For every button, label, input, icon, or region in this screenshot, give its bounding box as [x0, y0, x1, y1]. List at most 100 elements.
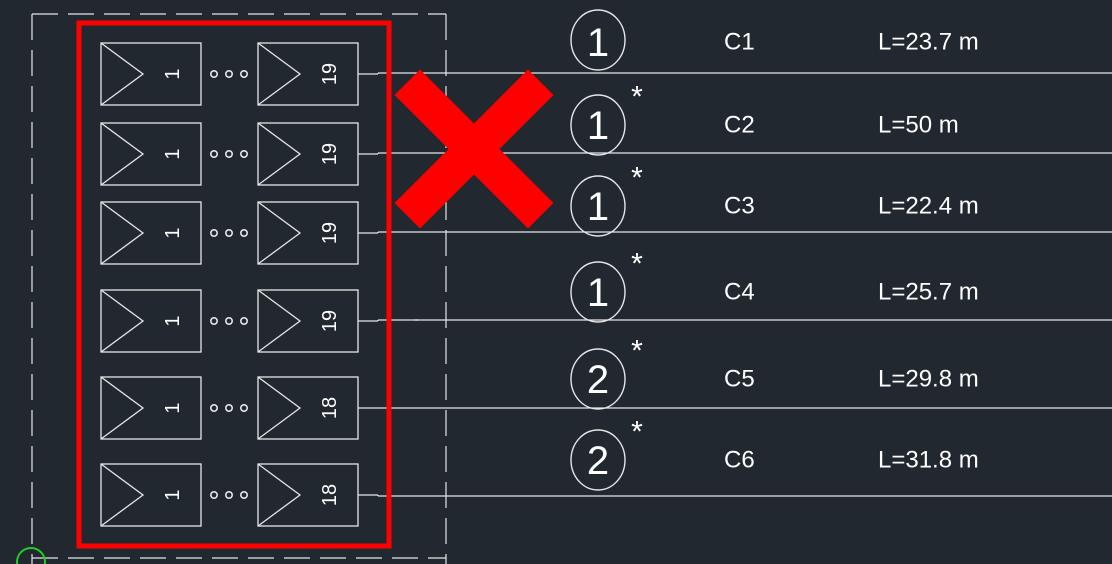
pv-module-icon: 1: [100, 463, 202, 527]
section-badge: 2*: [570, 416, 643, 491]
ellipsis-dot: [210, 229, 219, 238]
pv-module-icon: 1: [100, 201, 202, 265]
cable-length-label: L=29.8 m: [878, 366, 979, 393]
module-outline: [100, 201, 202, 265]
module-triangle: [257, 42, 302, 106]
ellipsis-dot: [210, 316, 219, 325]
cable-length-label: L=22.4 m: [878, 193, 979, 220]
module-triangle: [257, 289, 302, 353]
section-badge: 1*: [570, 162, 643, 237]
circuit-label: C1: [724, 29, 755, 56]
ellipsis-dot: [225, 490, 234, 499]
badge-number: 2: [587, 358, 609, 402]
pv-module-icon: 1: [100, 289, 202, 353]
module-number: 19: [319, 310, 341, 332]
pv-module-icon: 19: [257, 122, 359, 186]
module-number: 19: [319, 222, 341, 244]
module-triangle: [257, 376, 302, 440]
ellipsis-dots-icon: [210, 70, 249, 79]
badge-number: 1: [587, 185, 609, 229]
red-x-icon: [394, 69, 554, 229]
module-number: 1: [162, 227, 184, 238]
module-triangle: [257, 201, 302, 265]
cable-length-label: L=23.7 m: [878, 29, 979, 56]
module-outline: [100, 42, 202, 106]
ellipsis-dot: [210, 490, 219, 499]
badge-asterisk: *: [631, 416, 643, 449]
badge-asterisk: *: [631, 248, 643, 281]
section-badge: 1*: [570, 248, 643, 323]
string-wire: [358, 494, 1112, 497]
ellipsis-dot: [225, 316, 234, 325]
badge-asterisk: *: [631, 335, 643, 368]
module-number: 1: [162, 148, 184, 159]
module-outline: [100, 376, 202, 440]
module-number: 19: [319, 63, 341, 85]
badge-number: 1: [587, 104, 609, 148]
module-number: 1: [162, 68, 184, 79]
pv-module-icon: 1: [100, 122, 202, 186]
ellipsis-dots-icon: [210, 490, 249, 499]
string-wire: [358, 231, 1112, 234]
section-badge: 1: [570, 9, 626, 71]
circuit-label: C5: [724, 366, 755, 393]
badge-asterisk: *: [631, 81, 643, 114]
badge-circle: [570, 429, 626, 491]
ellipsis-dots-icon: [210, 229, 249, 238]
string-wire: [358, 72, 1112, 75]
string-wire: [358, 319, 1112, 322]
badge-circle: [570, 175, 626, 237]
ellipsis-dot: [240, 403, 249, 412]
ellipsis-dot: [240, 490, 249, 499]
module-triangle: [100, 463, 145, 527]
ellipsis-dot: [210, 403, 219, 412]
highlight-frame: [76, 20, 392, 549]
string-row: 1 19 1 C1 L=23.7 m: [100, 9, 1112, 106]
module-number: 1: [162, 402, 184, 413]
cable-length-label: L=31.8 m: [878, 447, 979, 474]
badge-circle: [570, 348, 626, 410]
badge-number: 2: [587, 439, 609, 483]
ellipsis-dots-icon: [210, 150, 249, 159]
ellipsis-dot: [240, 150, 249, 159]
badge-asterisk: *: [631, 162, 643, 195]
badge-circle: [570, 94, 626, 156]
origin-circle-icon: [16, 547, 46, 564]
badge-number: 1: [587, 271, 609, 315]
circuit-label: C6: [724, 447, 755, 474]
module-triangle: [100, 201, 145, 265]
badge-circle: [570, 9, 626, 71]
ellipsis-dot: [225, 70, 234, 79]
section-badge: 1*: [570, 81, 643, 156]
ellipsis-dot: [210, 70, 219, 79]
section-badge: 2*: [570, 335, 643, 410]
module-triangle: [257, 122, 302, 186]
ellipsis-dot: [240, 316, 249, 325]
pv-module-icon: 1: [100, 376, 202, 440]
module-outline: [100, 122, 202, 186]
cable-length-label: L=50 m: [878, 112, 959, 139]
module-outline: [100, 463, 202, 527]
ellipsis-dot: [210, 150, 219, 159]
module-number: 19: [319, 143, 341, 165]
circuit-label: C4: [724, 279, 755, 306]
module-number: 18: [319, 484, 341, 506]
module-triangle: [100, 122, 145, 186]
module-outline: [100, 289, 202, 353]
module-triangle: [100, 289, 145, 353]
module-number: 1: [162, 315, 184, 326]
cable-length-label: L=25.7 m: [878, 279, 979, 306]
module-triangle: [100, 376, 145, 440]
circuit-label: C3: [724, 193, 755, 220]
badge-circle: [570, 261, 626, 323]
circuit-label: C2: [724, 112, 755, 139]
ellipsis-dots-icon: [210, 316, 249, 325]
